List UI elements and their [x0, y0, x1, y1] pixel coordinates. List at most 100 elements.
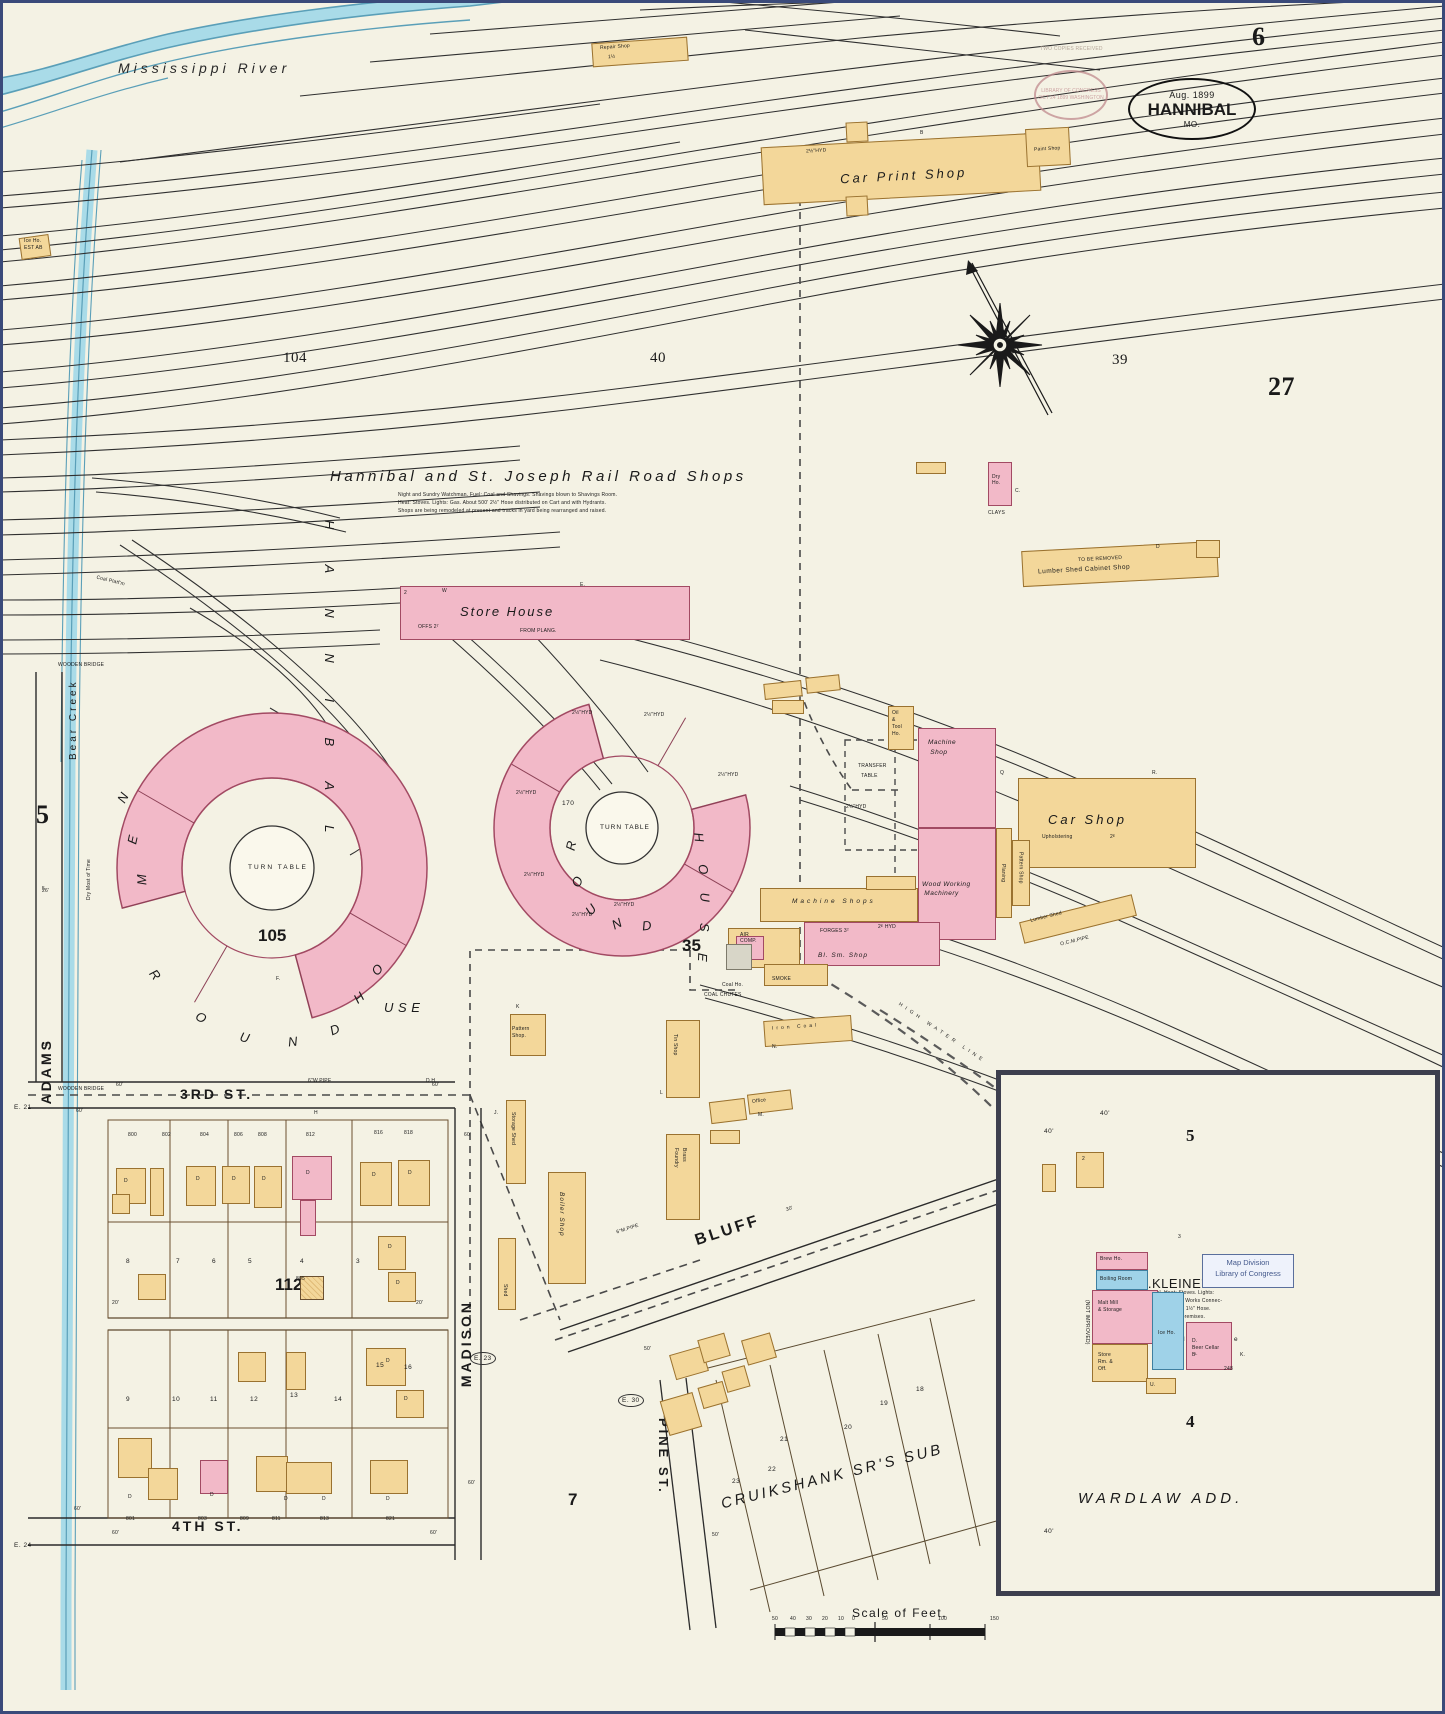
hannibal-vertical-label: H A N N I B A L: [322, 520, 337, 849]
house-821: [370, 1460, 408, 1494]
title-date: Aug. 1899: [1169, 89, 1215, 100]
dim-60-e: 60': [112, 1530, 120, 1536]
rail-tracks-upper: [0, 0, 1445, 425]
hyd-g: 2½"HYD: [718, 772, 739, 778]
hyd-b: 2½"HYD: [516, 790, 537, 796]
dry-house-ref-c: C.: [1015, 488, 1021, 494]
brewery-boiling-room-label: Boiling Room: [1100, 1276, 1133, 1282]
hyd-d: 2½"HYD: [572, 912, 593, 918]
house-801b: [148, 1468, 178, 1500]
machine-shop-building: [918, 728, 996, 828]
yard-shed-e: [710, 1130, 740, 1144]
scale-tick-100: 100: [938, 1616, 947, 1622]
inset-block-4: 4: [1186, 1412, 1195, 1431]
copies-received-stamp: TWO COPIES RECEIVED: [1040, 46, 1103, 52]
brewery-ice-house-label: Ice Ho.: [1158, 1330, 1176, 1336]
office-ref-m: M.: [758, 1112, 764, 1118]
dim-20-b: 20': [416, 1300, 424, 1306]
smoke-label: SMOKE: [772, 976, 792, 982]
blacksmith-ref2: 2ᴱ HYD: [878, 924, 896, 930]
railroad-shops-title: Hannibal and St. Joseph Rail Road Shops: [330, 468, 747, 485]
library-stamp-text: LIBRARY OF CONGRESS OCT 24 1899 WASHINGT…: [1038, 88, 1104, 101]
inset-dim-40-left: 40': [1044, 1128, 1054, 1135]
ravine-not-improved: (NOT IMPROVED): [1084, 1300, 1090, 1345]
map-division-stamp: Map Division Library of Congress: [1202, 1254, 1294, 1288]
cruik-lot-21: 21: [780, 1436, 789, 1443]
car-print-shop-ref-b: B: [920, 130, 924, 136]
house-808-d: D: [262, 1176, 266, 1182]
house-818-d: D: [408, 1170, 412, 1176]
machine-shops-label: Machine Shops: [792, 898, 876, 905]
boiler-shop-label: Boiler Shop: [558, 1192, 565, 1237]
dim-60-g: 60': [74, 1506, 82, 1512]
store-house-ref-e: E.: [580, 582, 586, 588]
scale-tick-50b: 50: [882, 1616, 888, 1622]
house-lower-b: [366, 1348, 406, 1386]
planing-label: Planing: [1000, 864, 1006, 883]
hyd-f: 2½"HYD: [644, 712, 665, 718]
house-801-d: D: [128, 1494, 132, 1500]
coal-house-building: [764, 964, 828, 986]
lot-806: 806: [234, 1132, 243, 1138]
lumber-shed-ref-d: D: [1156, 544, 1160, 550]
dim-60-d: 60': [464, 1132, 472, 1138]
lot-802: 802: [162, 1132, 171, 1138]
ref-39: 39: [1112, 352, 1128, 368]
west-turntable-label: TURN TABLE: [248, 864, 308, 871]
brass-foundry-building: [666, 1134, 700, 1220]
house-mid-b: [388, 1272, 416, 1302]
house-802: [150, 1168, 164, 1216]
brewery-shed-2-num: 2: [1082, 1156, 1085, 1162]
lot-809: 809: [240, 1516, 249, 1522]
scale-tick-50: 50: [772, 1616, 778, 1622]
house-806: [222, 1166, 250, 1204]
scale-bar: [774, 1622, 986, 1642]
brewery-brew-house-label: Brew Ho.: [1100, 1256, 1123, 1262]
house-800-d: D: [124, 1178, 128, 1184]
brewery-ref-3: 3: [1178, 1234, 1181, 1240]
house-lower-a: [238, 1352, 266, 1382]
inset-dim-40-bottom: 40': [1044, 1528, 1054, 1535]
cruik-lot-23: 23: [732, 1478, 741, 1485]
scale-tick-10: 10: [838, 1616, 844, 1622]
dim-20: 20': [112, 1300, 120, 1306]
dry-house-building: [988, 462, 1012, 506]
map-division-line1: Map Division: [1226, 1258, 1270, 1267]
dim-26-c: 26': [42, 1042, 50, 1048]
street-label-pine: PINE ST.: [656, 1418, 671, 1495]
cruik-lot-20: 20: [844, 1424, 853, 1431]
car-shop-label: Car Shop: [1048, 812, 1127, 827]
store-house-ref-w: W: [442, 588, 447, 594]
cruik-lot-18: 18: [916, 1386, 925, 1393]
blocklot-9: 9: [126, 1396, 131, 1403]
east-turntable-label: TURN TABLE: [600, 824, 650, 831]
ref-27: 27: [1268, 372, 1295, 401]
blocklot-15: 15: [376, 1362, 385, 1369]
oil-tool-house: [888, 706, 914, 750]
brewery-shed-1: [1042, 1164, 1056, 1192]
car-shop-building: [1018, 778, 1196, 868]
house-mid-c: [138, 1274, 166, 1300]
west-roundhouse-ref-f: F.: [276, 976, 281, 982]
dim-60-h: 60': [468, 1480, 476, 1486]
west-roundhouse-label-use: U S E: [384, 1000, 421, 1015]
lot-mid-805: 805: [296, 1276, 305, 1282]
street-madison: [454, 1108, 482, 1560]
machine-shop-ref-q: Q: [1000, 770, 1005, 776]
block-35: 35: [682, 936, 701, 955]
boiler-shop-building: [548, 1172, 586, 1284]
compass-rose: [957, 260, 1053, 416]
tin-shop-ref-l: L: [660, 1090, 663, 1096]
brewery-beer-cellar: [1186, 1322, 1232, 1370]
brewery-shed-2: [1076, 1152, 1104, 1188]
house-812-rear: [300, 1200, 316, 1236]
store-house-building: [400, 586, 690, 640]
hyd-a: 2½"HYD: [572, 710, 593, 716]
wood-working-machinery-label: Wood Working Machinery: [922, 881, 971, 898]
blocklot-13: 13: [290, 1392, 299, 1399]
rail-tracks-mid: [0, 283, 1445, 655]
tin-shop-label: Tin Shop: [672, 1034, 678, 1056]
